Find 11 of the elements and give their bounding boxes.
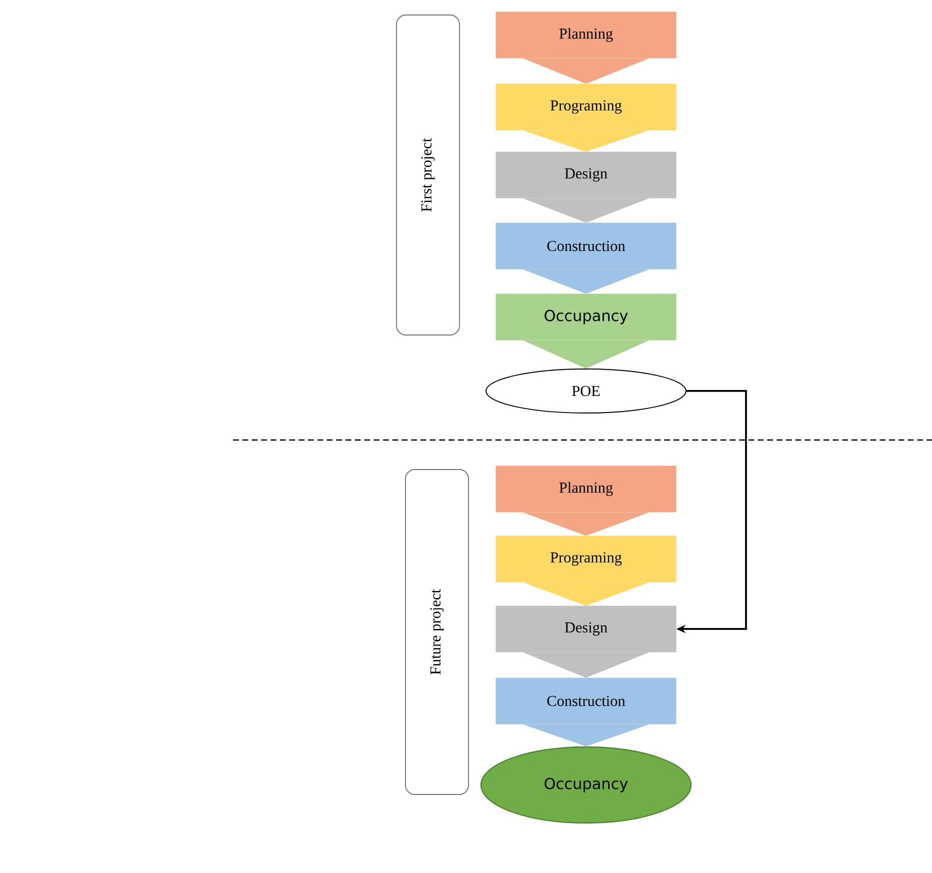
chevron-arrow [522, 130, 650, 152]
chevron-arrow [522, 269, 650, 294]
chevron-arrow [522, 724, 650, 746]
chevron-arrow [522, 582, 650, 606]
chevron-arrow [522, 198, 650, 223]
chevron-arrow [522, 512, 650, 536]
chevron-arrow [522, 340, 650, 369]
project-frame: First project [396, 14, 460, 336]
project-frame: Future project [405, 469, 469, 795]
chevron-arrow [522, 58, 650, 84]
chevron-arrow [522, 652, 650, 678]
